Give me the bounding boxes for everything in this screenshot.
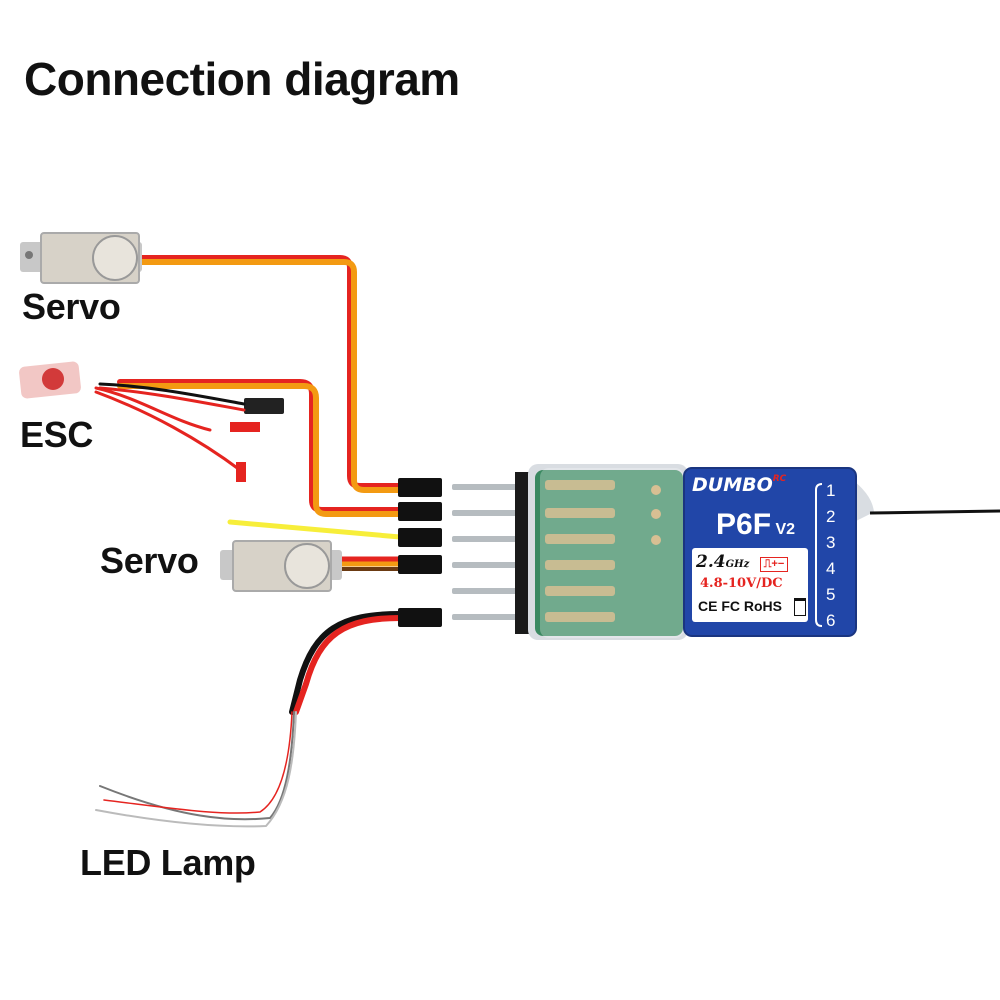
frequency-unit: GHz xyxy=(725,559,750,570)
esc-label: ESC xyxy=(20,414,94,455)
channel-6: 6 xyxy=(826,611,836,630)
plug-ch1 xyxy=(398,478,442,497)
servo-top-wire xyxy=(137,255,403,493)
servo-mid-horn-icon xyxy=(284,543,330,589)
channel-4: 4 xyxy=(826,559,836,578)
led-wire xyxy=(95,611,403,828)
receiver-board xyxy=(528,464,688,640)
esc-module xyxy=(18,358,120,400)
channel-2: 2 xyxy=(826,507,836,526)
brand-suffix: RC xyxy=(772,474,787,484)
servo-mid xyxy=(220,540,342,592)
servo-mid-wire xyxy=(340,556,400,571)
frequency-value: 2.4 xyxy=(696,552,726,572)
led-lamp-label: LED Lamp xyxy=(80,842,256,883)
voltage-text: 4.8-10V/DC xyxy=(700,576,783,591)
esc-wire xyxy=(117,379,403,517)
receiver-label xyxy=(683,467,857,637)
plug-ch2 xyxy=(398,502,442,521)
connector-plugs xyxy=(398,478,442,627)
servo-top-horn-icon xyxy=(92,235,138,281)
channel-3: 3 xyxy=(826,533,836,552)
servo-top-label: Servo xyxy=(22,286,121,327)
servo-mid-label: Servo xyxy=(100,540,199,581)
brand-name: DUMBO xyxy=(692,474,773,496)
header-block xyxy=(515,472,531,634)
certification-marks: CE FC RoHS xyxy=(698,598,782,614)
header-pins xyxy=(452,484,522,620)
yellow-wire xyxy=(227,519,403,540)
receiver-model: P6F V2 xyxy=(716,508,816,542)
model-version: V2 xyxy=(775,521,796,538)
signal-mark: ⎍+− xyxy=(759,557,789,572)
page-title: Connection diagram xyxy=(24,53,460,105)
plug-ch3 xyxy=(398,528,442,547)
channel-5: 5 xyxy=(826,585,836,604)
esc-connector xyxy=(244,398,284,414)
receiver-brand: DUMBORC xyxy=(692,474,812,496)
channel-1: 1 xyxy=(826,481,836,500)
model-name: P6F xyxy=(716,508,772,541)
frequency-row: 2.4GHz ⎍+− xyxy=(696,552,806,572)
plug-ch4 xyxy=(398,555,442,574)
plug-ch6 xyxy=(398,608,442,627)
weee-icon xyxy=(794,598,806,616)
channel-numbers: 1 2 3 4 5 6 xyxy=(826,478,848,634)
servo-top xyxy=(20,232,142,284)
